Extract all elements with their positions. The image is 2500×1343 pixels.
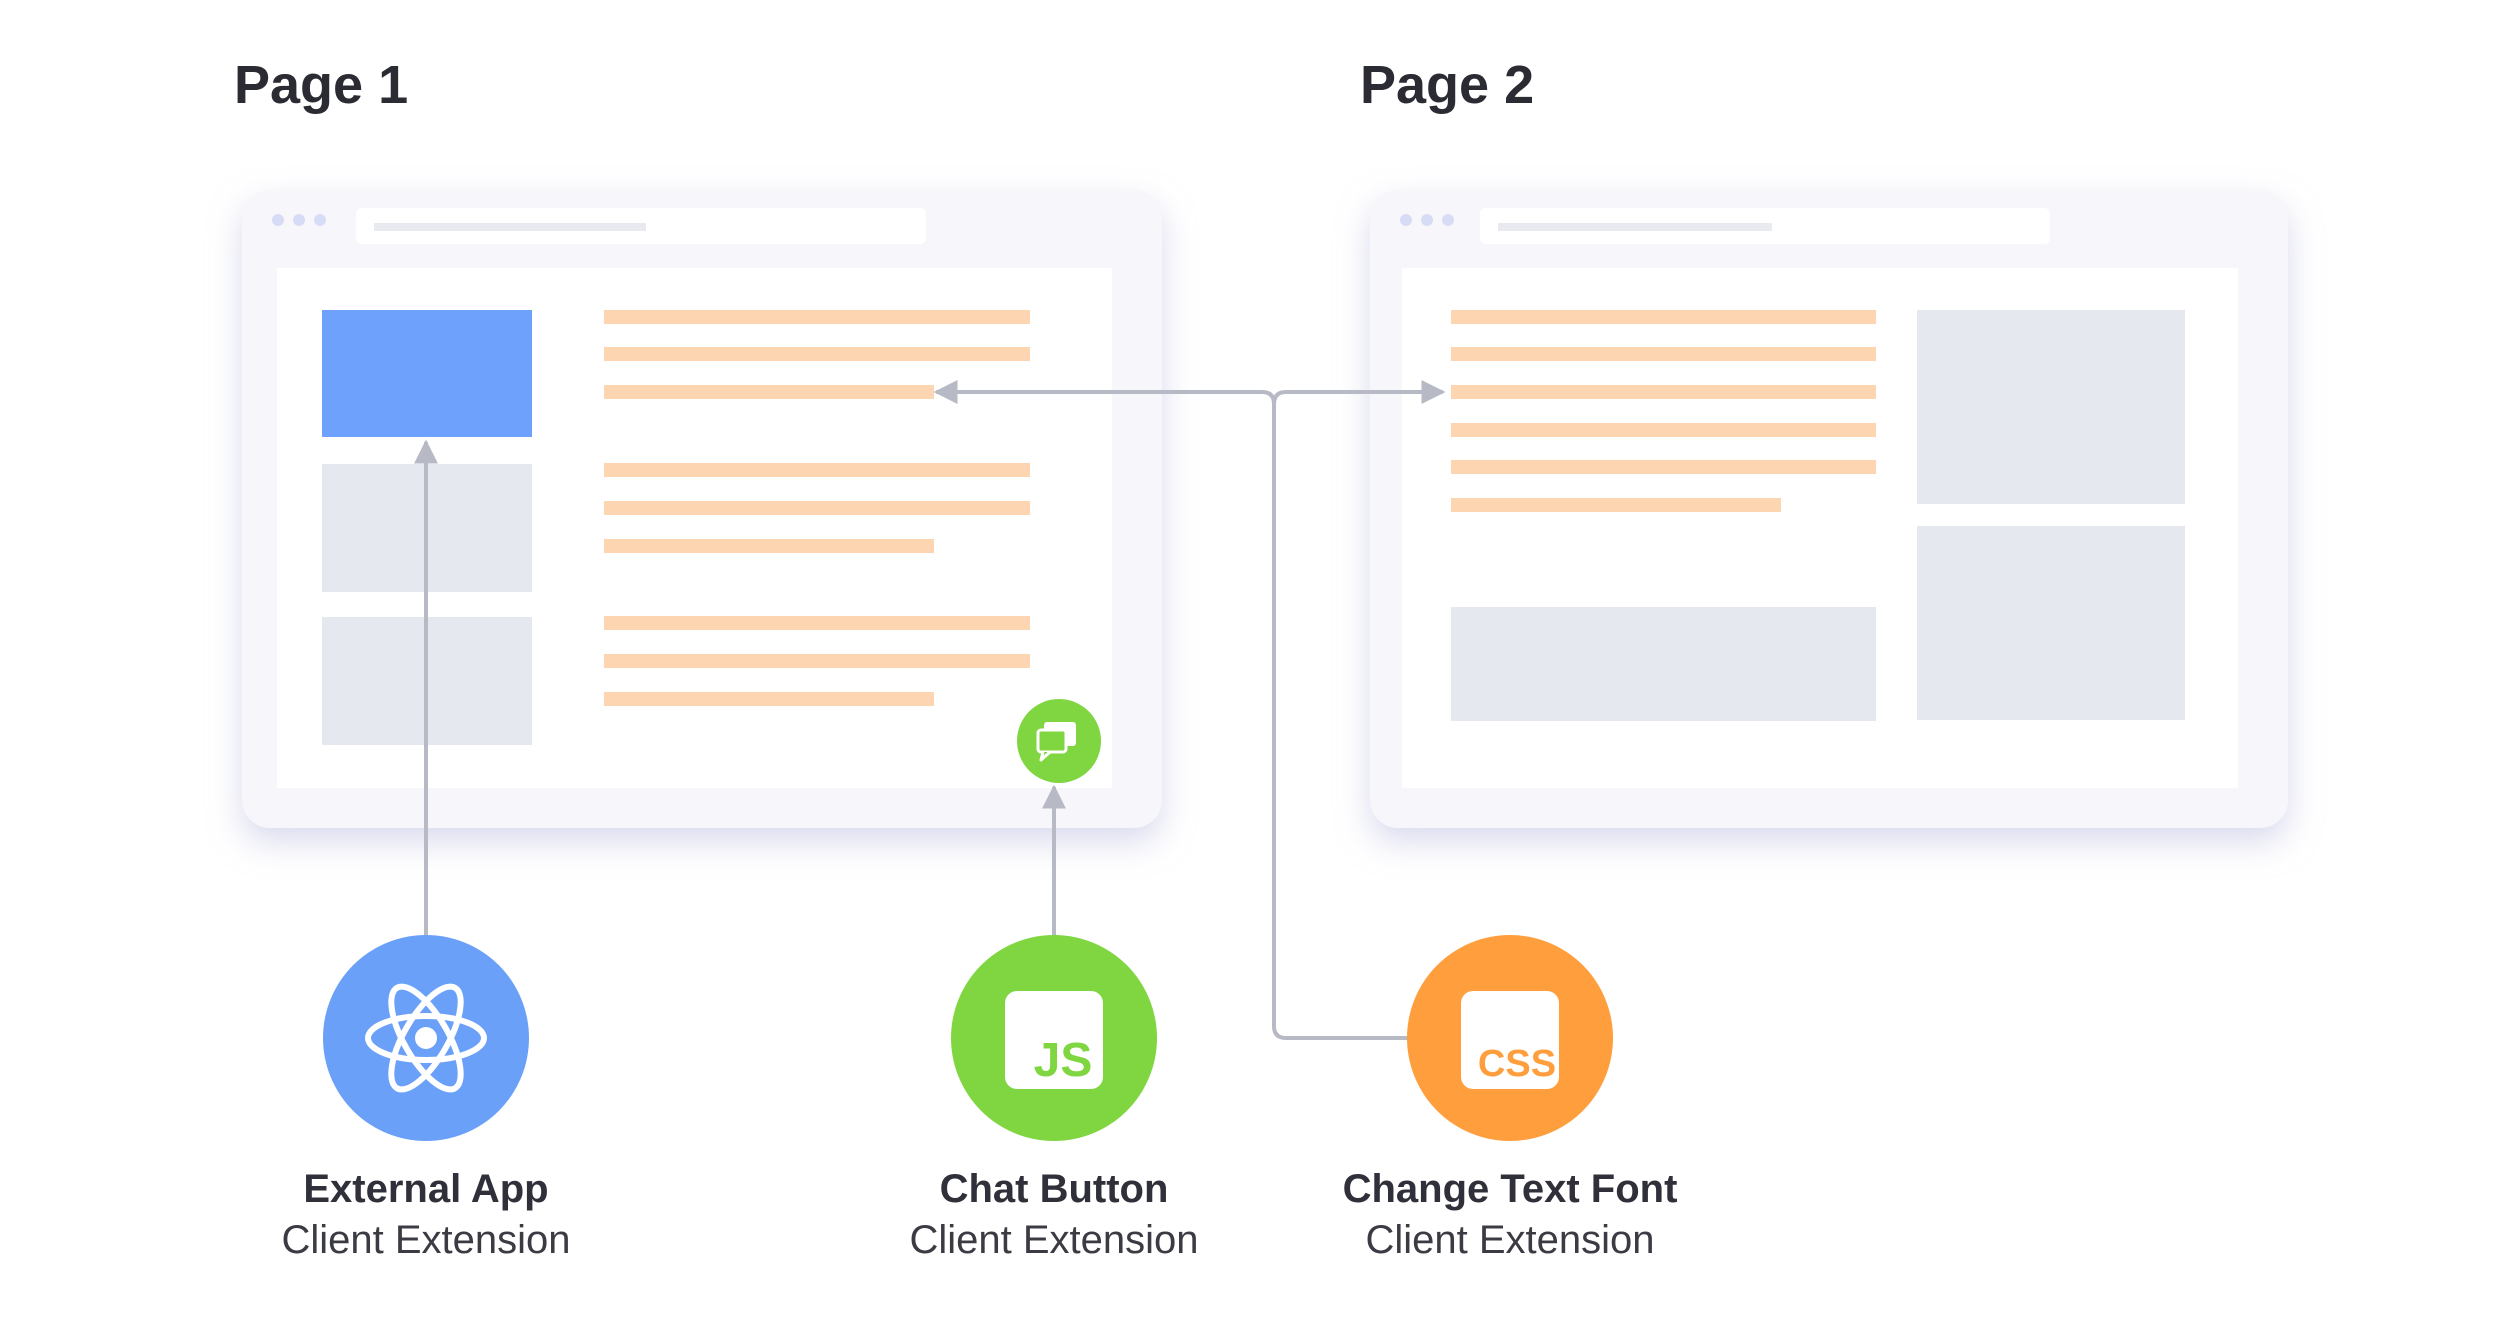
page-1-browser (242, 190, 1162, 828)
extension-type: Client Extension (1365, 1218, 1655, 1262)
svg-text:JS: JS (1034, 1034, 1093, 1087)
js-icon: JS (951, 935, 1157, 1141)
external-app-label: External App Client Extension (216, 1164, 636, 1266)
placeholder-block (1917, 310, 2185, 504)
connectors (414, 380, 1446, 1040)
css-icon: CSS (1407, 935, 1613, 1141)
window-dots (1400, 214, 1454, 226)
change-text-font-label: Change Text Font Client Extension (1300, 1164, 1720, 1266)
chat-button-label: Chat Button Client Extension (844, 1164, 1264, 1266)
extension-type: Client Extension (909, 1218, 1199, 1262)
extension-name: External App (303, 1167, 549, 1211)
extension-type: Client Extension (281, 1218, 571, 1262)
svg-text:CSS: CSS (1478, 1043, 1556, 1085)
text-lines (604, 310, 1030, 706)
chat-button-icon[interactable] (1017, 699, 1101, 783)
connector-change-text-font-page-1 (933, 380, 1276, 405)
extension-name: Change Text Font (1342, 1167, 1678, 1211)
placeholder-block (1451, 607, 1876, 721)
extension-name: Chat Button (939, 1167, 1169, 1211)
page-2-title: Page 2 (1360, 55, 1535, 115)
react-icon (323, 935, 529, 1141)
page-1-title: Page 1 (234, 55, 409, 115)
page-2-browser (1370, 190, 2288, 828)
connector-change-text-font (1272, 380, 1446, 1040)
placeholder-block (1917, 526, 2185, 720)
highlighted-block (322, 310, 532, 437)
text-lines (1451, 310, 1876, 512)
window-dots (272, 214, 326, 226)
